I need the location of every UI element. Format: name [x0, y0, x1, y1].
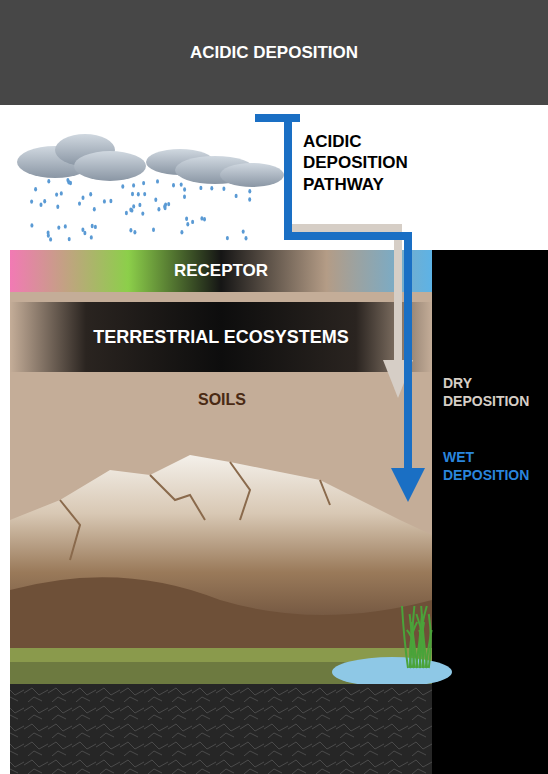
ecosystem-band: TERRESTRIAL ECOSYSTEMS — [10, 302, 432, 372]
wet-label: WET DEPOSITION — [443, 449, 529, 484]
dry-label: DRY DEPOSITION — [443, 375, 529, 410]
band-title: TERRESTRIAL ECOSYSTEMS — [93, 326, 349, 349]
title-band: ACIDIC DEPOSITION — [0, 0, 548, 105]
pathway-label: ACIDIC DEPOSITION PATHWAY — [303, 131, 408, 195]
band-title: ACIDIC DEPOSITION — [190, 42, 358, 63]
band-title: RECEPTOR — [174, 260, 268, 281]
soil-label: SOILS — [198, 390, 246, 410]
receptor-band: RECEPTOR — [10, 250, 432, 292]
